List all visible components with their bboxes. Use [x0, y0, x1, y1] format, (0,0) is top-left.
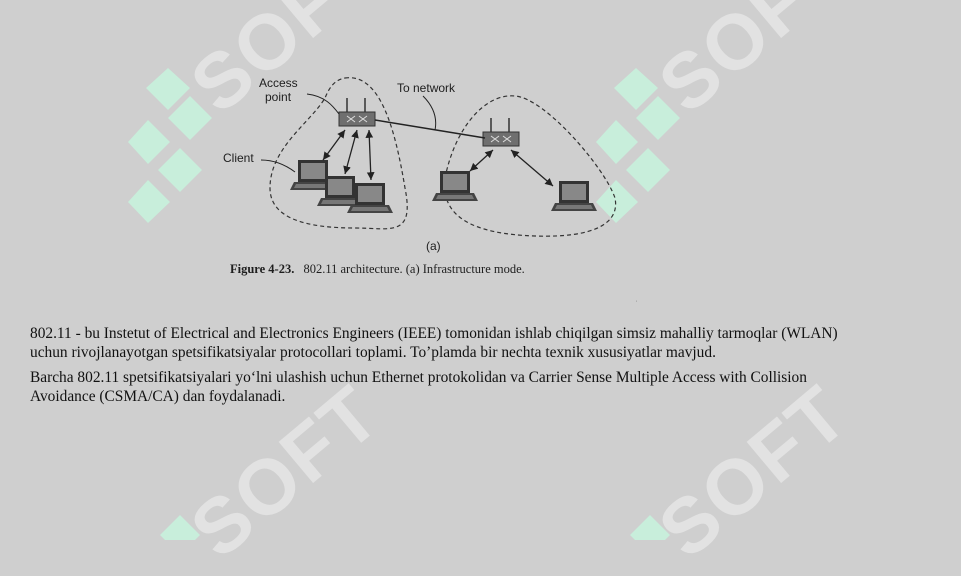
stray-mark: '	[636, 301, 638, 307]
infrastructure-mode-figure: Access point To network Client (a) Figur…	[223, 76, 617, 276]
access-point-label-line1: Access	[259, 76, 298, 90]
paragraph-1: 802.11 - bu Instetut of Electrical and E…	[30, 325, 838, 361]
wireless-link-arrow	[510, 149, 554, 187]
figure-caption: Figure 4-23. 802.11 architecture. (a) In…	[230, 262, 525, 276]
client-label: Client	[223, 151, 254, 165]
access-point-right-icon	[482, 117, 520, 147]
figure-caption-text: 802.11 architecture. (a) Infrastructure …	[303, 262, 524, 276]
network-link	[374, 119, 486, 139]
access-point-label-line2: point	[265, 90, 292, 104]
wireless-link-arrow	[343, 129, 359, 175]
to-network-label: To network	[397, 81, 456, 95]
body-text: 802.11 - bu Instetut of Electrical and E…	[30, 324, 850, 412]
paragraph-2: Barcha 802.11 spetsifikatsiyalari yo‘lni…	[30, 369, 807, 405]
wireless-link-arrow	[322, 129, 346, 161]
laptop-icon	[432, 171, 478, 201]
wireless-link-arrow	[365, 129, 375, 181]
watermark-text-top-right: SOFT	[642, 0, 865, 130]
to-network-pointer	[422, 95, 437, 131]
wireless-link-arrow	[469, 149, 494, 172]
figure-sub-label: (a)	[426, 239, 441, 253]
figure-caption-number: Figure 4-23.	[230, 262, 294, 276]
client-pointer	[260, 159, 296, 173]
access-point-left-icon	[338, 97, 376, 127]
laptop-icon	[551, 181, 597, 211]
access-point-pointer	[306, 93, 340, 115]
